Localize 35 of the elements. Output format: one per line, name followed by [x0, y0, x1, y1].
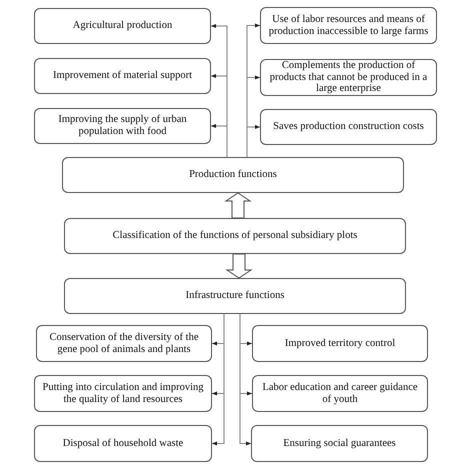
box-text: Infrastructure functions — [186, 290, 284, 302]
rounded-box — [62, 157, 404, 193]
box-text: Agricultural production — [72, 20, 172, 32]
rounded-box — [34, 8, 211, 44]
rounded-box — [64, 278, 406, 314]
box-text: Putting into circulation and improving the quality of land resources — [42, 382, 204, 406]
rounded-box — [260, 109, 437, 145]
box-text: Improved territory control — [284, 338, 396, 350]
rounded-box — [260, 7, 437, 44]
connector-arrow — [210, 124, 228, 158]
box-text: Ensuring social guarantees — [283, 438, 396, 450]
box-text: Production functions — [189, 169, 277, 181]
box-text: Classification of the functions of personal subsidiary plots — [112, 230, 358, 242]
rounded-box — [34, 58, 211, 94]
box-text: Improving the supply of urban population with food — [57, 114, 188, 138]
connector-arrow — [240, 314, 252, 446]
connector-arrow — [246, 125, 260, 158]
box-text: Saves production construction costs — [273, 121, 424, 133]
box-text: Disposal of household waste — [62, 438, 184, 450]
box-text: Conservation of the diversity of the gene pool of animals and plants — [48, 332, 200, 356]
box-text: Labor education and career guidance of youth — [261, 382, 419, 406]
box-text: Improvement of material support — [52, 70, 192, 82]
rounded-box — [34, 375, 212, 412]
block-arrow — [224, 192, 252, 218]
rounded-box — [34, 425, 212, 462]
box-text: Use of labor resources and means of production inaccessible to large farms — [268, 14, 430, 38]
box-text: Complements the production of products that cannot be produced in a large enterprise — [268, 60, 428, 96]
block-arrow — [225, 254, 253, 279]
rounded-box — [252, 375, 428, 412]
rounded-box — [64, 218, 406, 254]
rounded-box — [252, 325, 428, 362]
rounded-box — [34, 108, 211, 144]
rounded-box — [251, 425, 428, 462]
connector-arrow — [212, 314, 224, 446]
rounded-box — [36, 325, 212, 362]
